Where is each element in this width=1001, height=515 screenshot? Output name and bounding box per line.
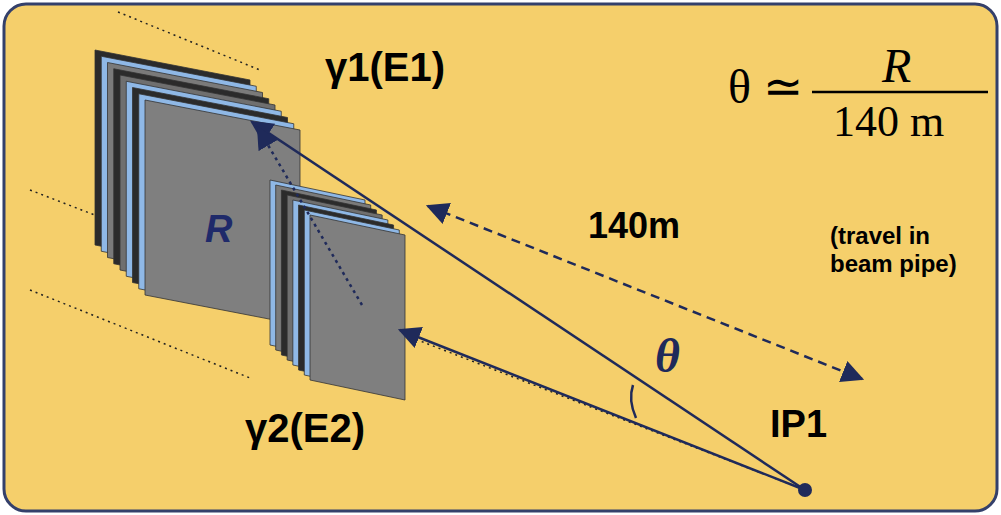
point-label: IP1 <box>770 403 827 446</box>
note-text: (travel in beam pipe) <box>830 222 980 278</box>
distance-label: R <box>205 208 232 251</box>
formula-denominator: 140 m <box>833 96 944 147</box>
detectors <box>95 50 405 400</box>
interaction-point <box>798 483 812 497</box>
background-panel <box>4 4 997 511</box>
angle-label: θ <box>655 328 680 383</box>
photon-label: γ2(E2) <box>245 406 365 451</box>
distance-label: 140m <box>588 205 680 247</box>
photon-label: γ1(E1) <box>325 45 445 90</box>
beam-lines <box>30 12 800 488</box>
formula-numerator: R <box>882 38 911 93</box>
formula-text: θ ≃ <box>728 58 803 114</box>
